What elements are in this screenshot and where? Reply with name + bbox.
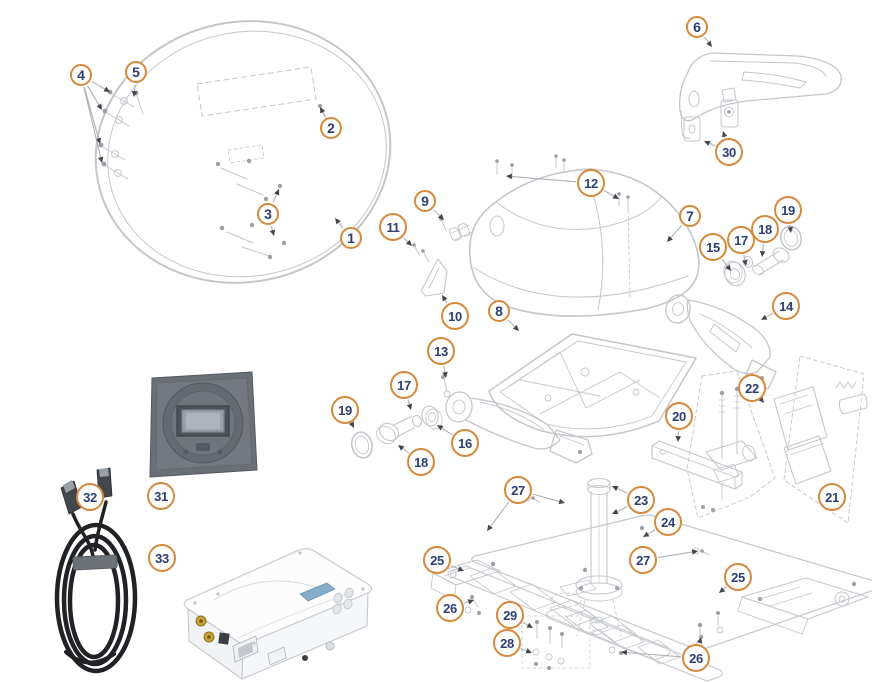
bolt-kit-left — [351, 375, 451, 459]
kit-boundary-right — [783, 355, 865, 524]
chassis-frame — [488, 333, 697, 438]
fastening-kit-21 — [773, 355, 868, 524]
hardware-28-29 — [521, 615, 591, 670]
screws-27 — [523, 494, 710, 556]
mount-rail-20 — [651, 440, 743, 490]
dish-reflector — [94, 20, 392, 284]
support-arm-14 — [665, 294, 777, 390]
skid-rail-a — [449, 565, 671, 661]
corner-foot-right-25 — [737, 577, 869, 635]
antenna-cover — [468, 154, 700, 317]
kit-boundary-left — [686, 370, 776, 519]
screws-11 — [412, 217, 447, 263]
base-plate-24 — [471, 514, 872, 651]
dish-mount-screws — [102, 93, 144, 180]
control-unit-33 — [183, 548, 373, 680]
lnb-arm-16 — [445, 391, 593, 464]
bolt-kit-right — [723, 225, 803, 287]
grommet-9 — [448, 223, 473, 241]
dish-bracket-screws — [220, 107, 327, 257]
bracket-10 — [420, 258, 448, 297]
roof-mount-bracket — [679, 52, 842, 142]
wall-plate-31 — [149, 371, 258, 478]
coax-cable-32 — [54, 500, 138, 674]
mast-23 — [575, 477, 623, 637]
screws-26-left — [464, 595, 481, 615]
